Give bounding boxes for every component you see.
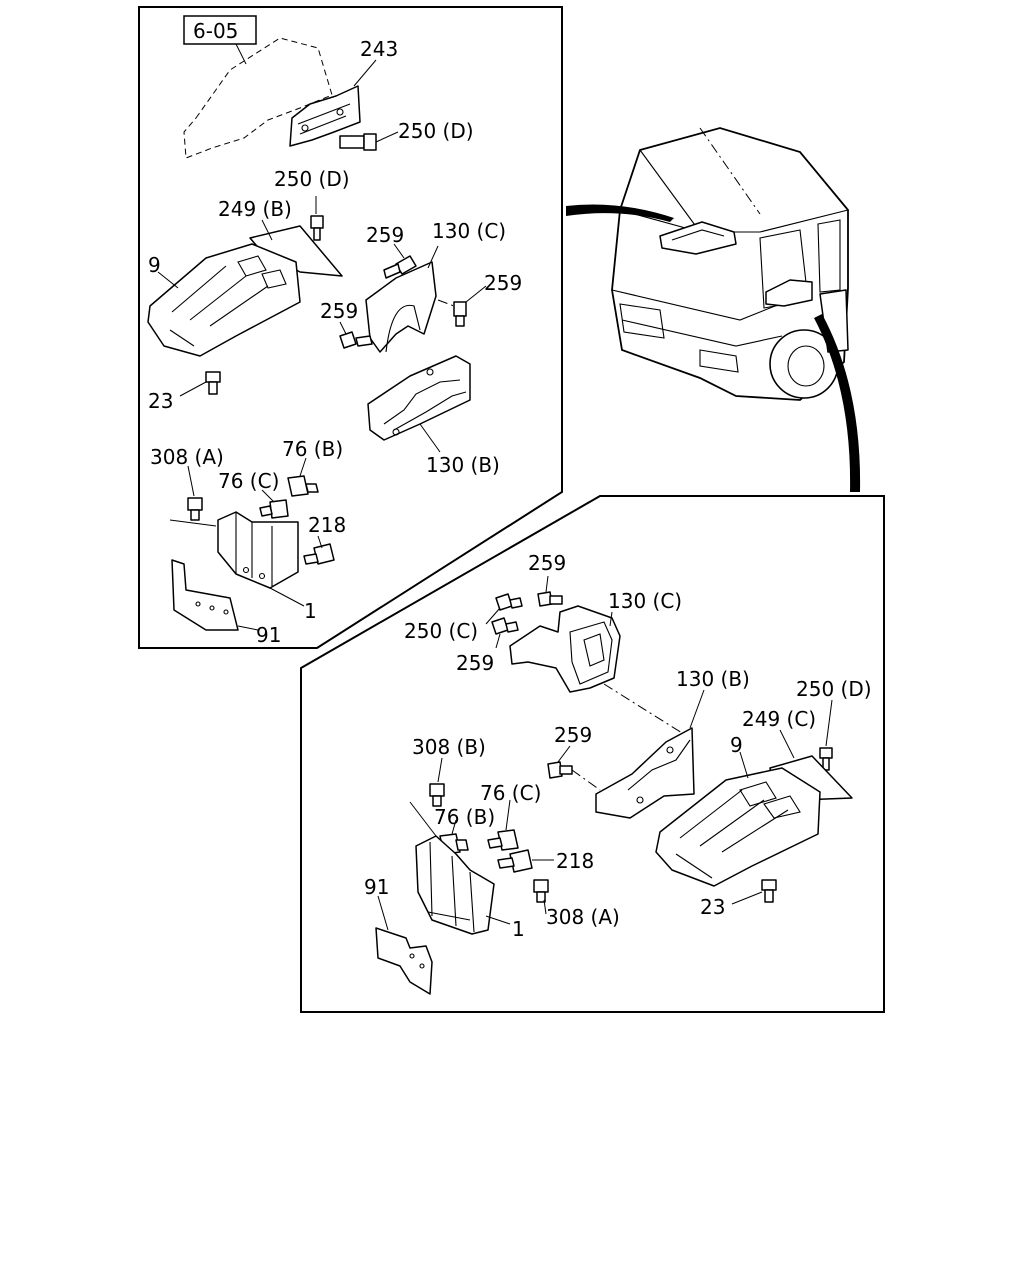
callout-arrow-top [566,204,674,222]
bolt-259-bottom-second [491,617,519,635]
bolt-250d-bottom [819,747,833,771]
ref-box-label: 6-05 [193,19,238,43]
label-250d-bottom: 250 (D) [796,677,872,701]
ref-body-6-05 [183,37,333,159]
label-23-bottom: 23 [700,895,725,919]
part-130c-cover [365,261,437,353]
label-91-top: 91 [256,623,281,647]
label-308a-top: 308 (A) [150,445,224,469]
bolt-308a-bottom [533,879,549,903]
part-1-bracket [217,511,299,589]
bolt-218-top [303,543,335,565]
bolt-259-bottom-top [537,591,563,607]
label-259-b-b: 259 [456,651,494,675]
part-91-bottom [375,927,433,995]
label-308a-bottom: 308 (A) [546,905,620,929]
top-panel-frame [138,6,563,649]
label-9: 9 [148,253,161,277]
label-130c: 130 (C) [432,219,506,243]
bolt-76c-bottom [487,829,519,851]
part-130c-bottom [509,605,621,693]
bolt-250c-bottom [495,593,523,611]
top-panel: 6-05 243 250 (D) 249 (B) 250 (D) [138,6,563,649]
bottom-panel: 259 250 (C) 259 130 (C) 130 (B) [300,495,885,1013]
part-91-plate [171,559,239,631]
label-243: 243 [360,37,398,61]
label-1-bottom: 1 [512,917,525,941]
part-9-bottom [655,767,821,887]
truck-part-location-right [765,279,813,307]
label-130b: 130 (B) [426,453,500,477]
label-259-b-c: 259 [554,723,592,747]
label-250c: 250 (C) [404,619,478,643]
bolt-23-bottom [761,879,777,903]
label-91-bottom: 91 [364,875,389,899]
part-1-bottom [415,835,495,935]
part-9-inner-panel [147,243,301,357]
truck-cab-illustration [566,127,861,492]
bolt-259-bottom-third [547,761,573,779]
label-76c-bottom: 76 (C) [480,781,541,805]
bolt-259-upper [383,255,417,279]
bolt-259-right [453,301,467,327]
label-130c-bottom: 130 (C) [608,589,682,613]
label-250d-a: 250 (D) [398,119,474,143]
label-23-top: 23 [148,389,173,413]
label-259-b: 259 [484,271,522,295]
label-76c-top: 76 (C) [218,469,279,493]
label-250d-b: 250 (D) [274,167,350,191]
label-76b-bottom: 76 (B) [434,805,495,829]
bolt-250d-mid [310,215,324,241]
callout-arrow-bottom [814,314,861,492]
bolt-76c-top [259,499,289,519]
label-259-c: 259 [320,299,358,323]
label-9-bottom: 9 [730,733,743,757]
label-259-b-a: 259 [528,551,566,575]
part-130b-bracket [367,355,471,441]
bottom-panel-frame [300,495,885,1013]
label-218-bottom: 218 [556,849,594,873]
bolt-76b-top [287,475,319,497]
part-130b-bottom [595,727,695,819]
label-76b-top: 76 (B) [282,437,343,461]
label-218-top: 218 [308,513,346,537]
bolt-218-bottom [497,849,533,873]
label-308b: 308 (B) [412,735,486,759]
label-1-top: 1 [304,599,317,623]
bolt-308a-top [187,497,203,521]
bolt-23-top [205,371,221,395]
bolt-259-left [339,331,373,349]
label-249c: 249 (C) [742,707,816,731]
truck-part-location-left [659,221,737,255]
bolt-250d-top [339,133,377,151]
ref-box [183,15,257,45]
label-130b-bottom: 130 (B) [676,667,750,691]
bolt-308b-bottom [429,783,445,807]
label-249b: 249 (B) [218,197,292,221]
label-259-a: 259 [366,223,404,247]
